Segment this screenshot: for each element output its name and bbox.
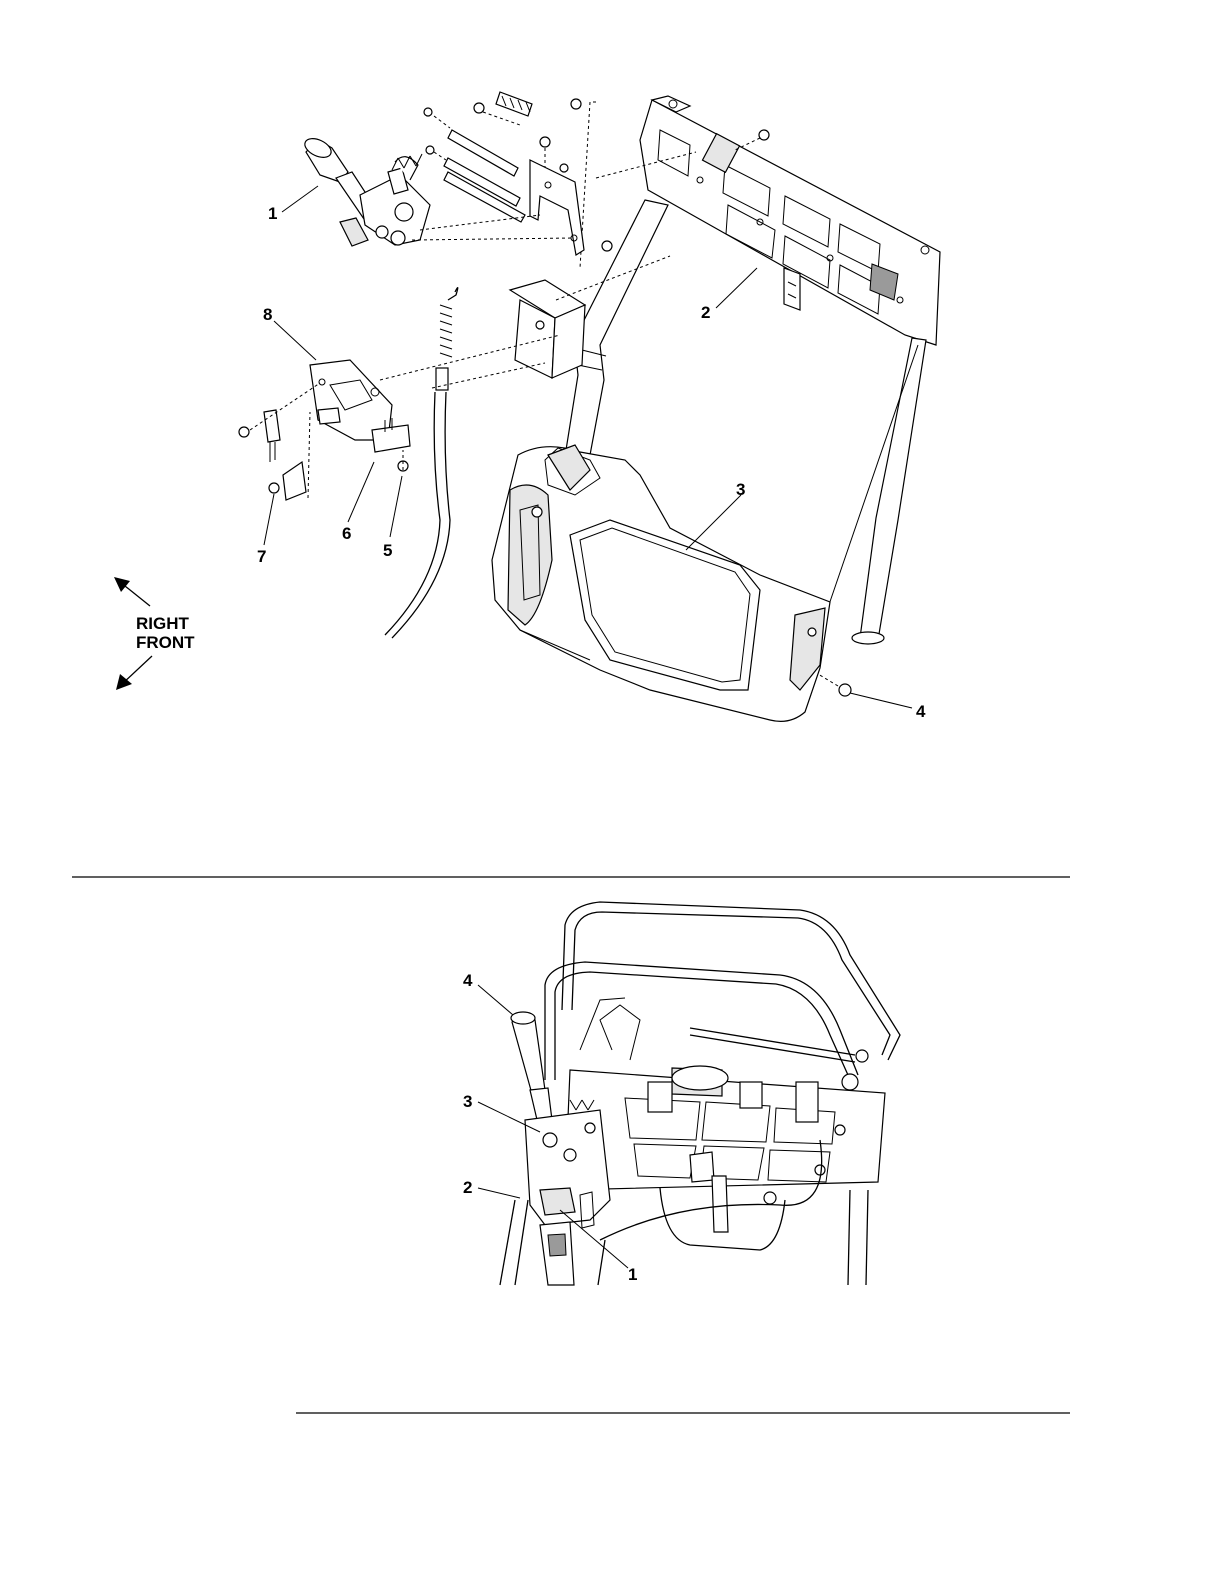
control-panel-frame: [640, 96, 940, 345]
shift-lever-assembly: [302, 135, 430, 246]
callout-4: 4: [916, 702, 926, 721]
dash-housing: [492, 445, 830, 721]
callout-7: 7: [257, 547, 266, 566]
callout-bottom-3: 3: [463, 1092, 472, 1111]
switch-mount-plate: [310, 360, 410, 452]
callout-bottom-4: 4: [463, 971, 473, 990]
assembled-view-diagram: 4 3 2 1: [463, 902, 900, 1285]
orientation-front-label: FRONT: [136, 633, 195, 652]
callout-5: 5: [383, 541, 392, 560]
exploded-view-diagram: 1 2 3 4 5 6 7 8 RIGHT FRONT: [114, 92, 940, 721]
callout-6: 6: [342, 524, 351, 543]
flange-bolt: [818, 674, 851, 696]
callout-3: 3: [736, 480, 745, 499]
control-panel-assembled: [565, 998, 885, 1250]
callout-bottom-2: 2: [463, 1178, 472, 1197]
orientation-right-label: RIGHT: [136, 614, 190, 633]
shift-lever-assembled: [511, 1012, 610, 1285]
cable-and-spring: [385, 288, 458, 638]
callout-8: 8: [263, 305, 272, 324]
callout-bottom-1: 1: [628, 1265, 637, 1284]
right-support-tube: [822, 338, 926, 644]
callout-2: 2: [701, 303, 710, 322]
callout-1: 1: [268, 204, 277, 223]
